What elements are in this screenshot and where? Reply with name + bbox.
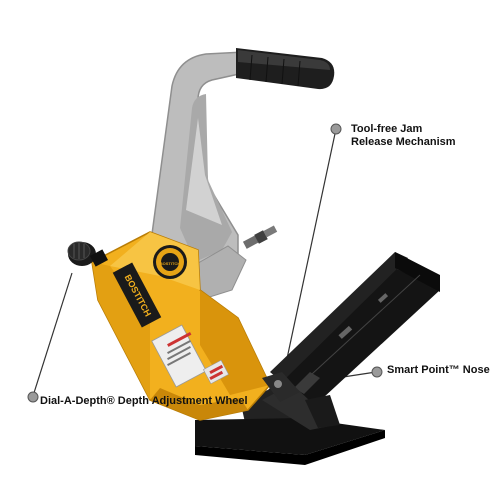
badge-text: BOSTITCH [160,261,181,266]
callout-smart-point-text: Smart Point™ Nose [387,364,490,376]
callout-dial-a-depth-text: Dial-A-Depth® Depth Adjustment Wheel [40,395,248,407]
callout-line-jam [281,128,337,383]
callout-dot-dial [27,391,39,403]
magazine [268,252,440,410]
brand-badge: BOSTITCH [153,245,187,279]
callout-line-dial [32,272,73,397]
callout-jam-release: Tool-free Jam Release Mechanism [351,123,456,149]
callout-dot-nose [371,366,383,378]
depth-adjustment-wheel [67,241,108,267]
callout-dot-jam [330,123,342,135]
smart-point-nose [262,372,300,402]
callout-dial-a-depth: Dial-A-Depth® Depth Adjustment Wheel [40,395,248,408]
callout-jam-release-line1: Tool-free Jam [351,123,423,135]
handle-frame [151,51,278,301]
callout-smart-point-nose: Smart Point™ Nose [387,364,490,377]
handle-grip [236,48,335,90]
callout-jam-release-line2: Release Mechanism [351,136,456,148]
